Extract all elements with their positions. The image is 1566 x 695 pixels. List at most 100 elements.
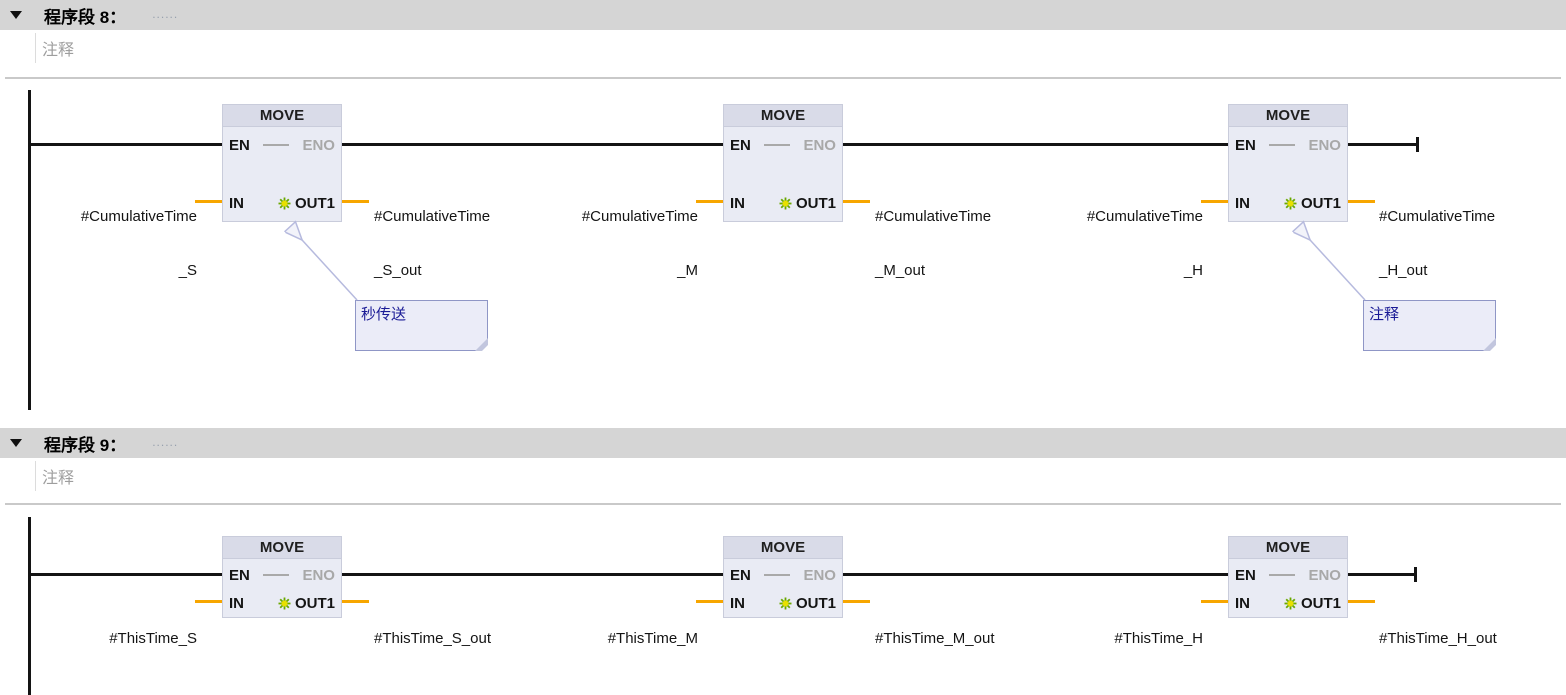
fresh-operand-star-icon	[278, 197, 291, 209]
divider	[5, 77, 1561, 79]
pin-in: IN	[730, 194, 745, 212]
operand-label-out[interactable]: #CumulativeTime _H_out	[1379, 208, 1496, 279]
divider	[5, 503, 1561, 505]
network-title-placeholder[interactable]: ......	[152, 435, 179, 449]
pin-eno: ENO	[803, 566, 836, 584]
operand-label-in[interactable]: #ThisTime_S	[109, 630, 197, 647]
en-eno-dash	[1269, 574, 1296, 576]
operand-wire	[1348, 200, 1375, 203]
operand-label-in[interactable]: #ThisTime_M	[607, 630, 698, 647]
fresh-operand-star-icon	[779, 597, 792, 609]
en-eno-dash	[263, 574, 290, 576]
network-title: 程序段 8：	[44, 7, 127, 27]
move-block[interactable]: MOVE EN ENO IN OUT1	[723, 536, 843, 618]
block-title: MOVE	[1229, 537, 1347, 559]
collapse-triangle-icon[interactable]	[10, 439, 22, 447]
block-title: MOVE	[223, 537, 341, 559]
operand-wire	[1201, 200, 1228, 203]
pin-in: IN	[1235, 194, 1250, 212]
operand-wire	[696, 200, 723, 203]
operand-wire	[342, 200, 369, 203]
operand-label-in[interactable]: #CumulativeTime _S	[80, 208, 197, 279]
pin-eno: ENO	[1308, 136, 1341, 154]
pin-en: EN	[730, 136, 751, 154]
rung-wire	[342, 143, 724, 146]
move-block[interactable]: MOVE EN ENO IN OUT1	[222, 104, 342, 222]
comment-placeholder: 注释	[42, 42, 75, 59]
operand-wire	[195, 600, 222, 603]
operand-wire	[843, 600, 870, 603]
rung-end-tick	[1416, 137, 1419, 152]
en-eno-dash	[764, 144, 791, 146]
move-block[interactable]: MOVE EN ENO IN OUT1	[723, 104, 843, 222]
pin-en: EN	[1235, 566, 1256, 584]
pin-in: IN	[730, 594, 745, 612]
comment-note[interactable]: 秒传送	[355, 300, 488, 351]
pin-in: IN	[229, 594, 244, 612]
operand-label-out[interactable]: #ThisTime_M_out	[875, 630, 995, 647]
operand-label-out[interactable]: #CumulativeTime _S_out	[374, 208, 491, 279]
network-8-header[interactable]: 程序段 8： ......	[0, 0, 1566, 30]
network-9-header[interactable]: 程序段 9： ......	[0, 428, 1566, 458]
move-block[interactable]: MOVE EN ENO IN OUT1	[1228, 536, 1348, 618]
pin-eno: ENO	[1308, 566, 1341, 584]
en-eno-dash	[1269, 144, 1296, 146]
rung-end-tick	[1414, 567, 1417, 582]
pin-out1: OUT1	[795, 194, 836, 212]
operand-wire	[342, 600, 369, 603]
note-arrow	[1300, 229, 1366, 301]
operand-wire	[843, 200, 870, 203]
operand-label-out[interactable]: #ThisTime_H_out	[1379, 630, 1497, 647]
pin-en: EN	[229, 136, 250, 154]
operand-wire	[696, 600, 723, 603]
rung-wire	[843, 573, 1229, 576]
operand-label-in[interactable]: #CumulativeTime _M	[581, 208, 698, 279]
pin-eno: ENO	[302, 566, 335, 584]
pin-en: EN	[229, 566, 250, 584]
network-title-placeholder[interactable]: ......	[152, 7, 179, 21]
fresh-operand-star-icon	[779, 197, 792, 209]
rung-wire	[1348, 143, 1419, 146]
pin-in: IN	[229, 194, 244, 212]
operand-label-out[interactable]: #CumulativeTime _M_out	[875, 208, 992, 279]
operand-label-in[interactable]: #ThisTime_H	[1114, 630, 1203, 647]
comment-placeholder: 注释	[42, 470, 75, 487]
fresh-operand-star-icon	[1284, 597, 1297, 609]
pin-out1: OUT1	[294, 194, 335, 212]
comment-note[interactable]: 注释	[1363, 300, 1496, 351]
block-title: MOVE	[223, 105, 341, 127]
move-block[interactable]: MOVE EN ENO IN OUT1	[222, 536, 342, 618]
move-block[interactable]: MOVE EN ENO IN OUT1	[1228, 104, 1348, 222]
rung-wire	[1348, 573, 1417, 576]
en-eno-dash	[764, 574, 791, 576]
block-title: MOVE	[1229, 105, 1347, 127]
fresh-operand-star-icon	[1284, 197, 1297, 209]
rung-wire	[31, 143, 223, 146]
operand-wire	[1201, 600, 1228, 603]
block-title: MOVE	[724, 537, 842, 559]
operand-label-out[interactable]: #ThisTime_S_out	[374, 630, 491, 647]
pin-out1: OUT1	[1300, 594, 1341, 612]
block-title: MOVE	[724, 105, 842, 127]
operand-wire	[195, 200, 222, 203]
fresh-operand-star-icon	[278, 597, 291, 609]
collapse-triangle-icon[interactable]	[10, 11, 22, 19]
pin-out1: OUT1	[795, 594, 836, 612]
power-rail	[28, 517, 31, 695]
pin-eno: ENO	[302, 136, 335, 154]
network-title: 程序段 9：	[44, 435, 127, 455]
rung-wire	[843, 143, 1229, 146]
operand-label-in[interactable]: #CumulativeTime _H	[1086, 208, 1203, 279]
operand-wire	[1348, 600, 1375, 603]
pin-out1: OUT1	[1300, 194, 1341, 212]
network-9-comment-field[interactable]: 注释	[35, 461, 1562, 491]
power-rail	[28, 90, 31, 410]
pin-out1: OUT1	[294, 594, 335, 612]
pin-en: EN	[1235, 136, 1256, 154]
rung-wire	[31, 573, 223, 576]
rung-wire	[342, 573, 724, 576]
note-arrow	[292, 229, 358, 301]
network-8-comment-field[interactable]: 注释	[35, 33, 1562, 63]
pin-en: EN	[730, 566, 751, 584]
